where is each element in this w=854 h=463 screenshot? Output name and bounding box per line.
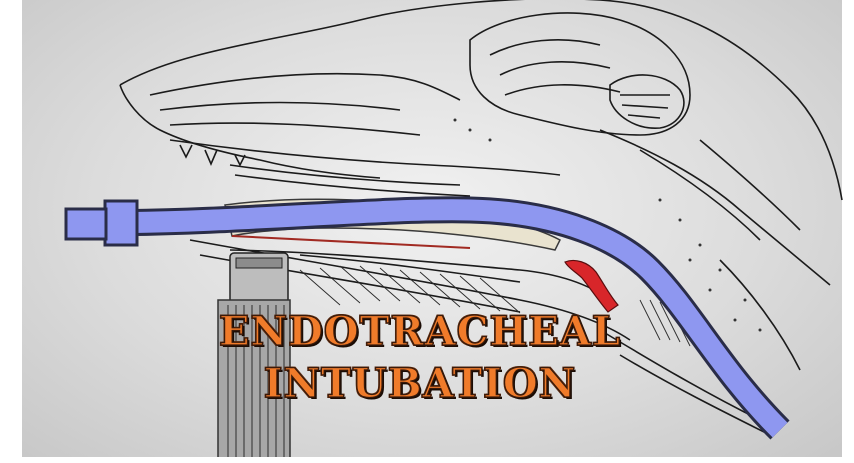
snout-outline — [120, 85, 380, 178]
skull-outline — [120, 0, 842, 200]
nasal-passage — [150, 74, 460, 100]
title-line-2: INTUBATION — [200, 361, 640, 407]
epiglottis — [565, 260, 618, 312]
title-line-1: ENDOTRACHEAL — [200, 309, 640, 355]
bottom-border — [0, 457, 854, 463]
tube-connector — [105, 201, 137, 245]
laryngoscope-handle — [218, 253, 290, 463]
tube-connector-tip — [66, 209, 106, 239]
hard-palate — [170, 140, 560, 175]
cerebellum — [610, 75, 684, 128]
